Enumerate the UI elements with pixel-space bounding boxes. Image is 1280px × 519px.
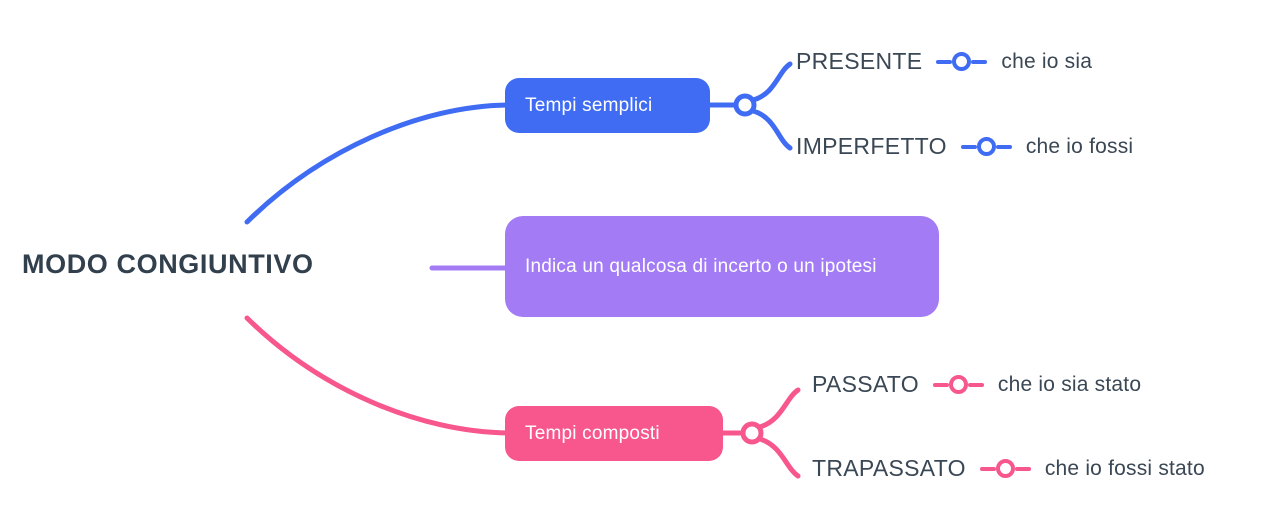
- ring: [948, 375, 968, 394]
- bar-left: [936, 59, 953, 64]
- ring-connector-icon: [979, 459, 1031, 478]
- leaf-title-presente: PRESENTE: [796, 48, 923, 74]
- ring-connector-icon: [960, 137, 1012, 156]
- junction-node-compound: [740, 421, 764, 445]
- leaf-value-passato: che io sia stato: [997, 372, 1142, 396]
- fork-simple-imperfetto: [750, 108, 793, 151]
- junction-node-simple: [733, 93, 757, 117]
- bar-right: [1014, 466, 1031, 471]
- node-definizione-label: Indica un qualcosa di incerto o un ipote…: [525, 255, 877, 277]
- bar-left: [979, 466, 996, 471]
- leaf-title-passato: PASSATO: [812, 371, 919, 397]
- leaf-row-passato[interactable]: PASSATO che io sia stato: [812, 371, 1141, 398]
- leaf-title-trapassato: TRAPASSATO: [812, 455, 966, 481]
- edge-root-to-compound: [244, 315, 511, 436]
- leaf-row-presente[interactable]: PRESENTE che io sia: [796, 48, 1092, 75]
- node-tempi-semplici[interactable]: Tempi semplici: [505, 78, 710, 133]
- fork-simple-presente: [750, 61, 793, 103]
- node-tempi-semplici-label: Tempi semplici: [525, 94, 653, 116]
- leaf-value-presente: che io sia: [1001, 49, 1093, 73]
- node-tempi-composti[interactable]: Tempi composti: [505, 406, 723, 461]
- bar-right: [967, 382, 984, 387]
- leaf-row-trapassato[interactable]: TRAPASSATO che io fossi stato: [812, 455, 1205, 482]
- bar-right: [995, 144, 1012, 149]
- fork-compound-passato: [757, 387, 801, 430]
- leaf-value-imperfetto: che io fossi: [1025, 134, 1134, 158]
- ring: [976, 137, 996, 156]
- ring: [995, 459, 1015, 478]
- edge-root-to-simple: [244, 102, 511, 225]
- ring: [952, 52, 972, 71]
- leaf-value-trapassato: che io fossi stato: [1044, 456, 1205, 480]
- bar-left: [960, 144, 977, 149]
- leaf-row-imperfetto[interactable]: IMPERFETTO che io fossi: [796, 133, 1133, 160]
- root-topic-label[interactable]: MODO CONGIUNTIVO: [22, 249, 314, 279]
- fork-compound-trapassato: [757, 436, 801, 479]
- node-tempi-composti-label: Tempi composti: [525, 422, 660, 444]
- ring-connector-icon: [932, 375, 984, 394]
- leaf-title-imperfetto: IMPERFETTO: [796, 133, 947, 159]
- ring-connector-icon: [936, 52, 988, 71]
- bar-right: [971, 59, 988, 64]
- node-definizione[interactable]: Indica un qualcosa di incerto o un ipote…: [505, 216, 939, 317]
- bar-left: [932, 382, 949, 387]
